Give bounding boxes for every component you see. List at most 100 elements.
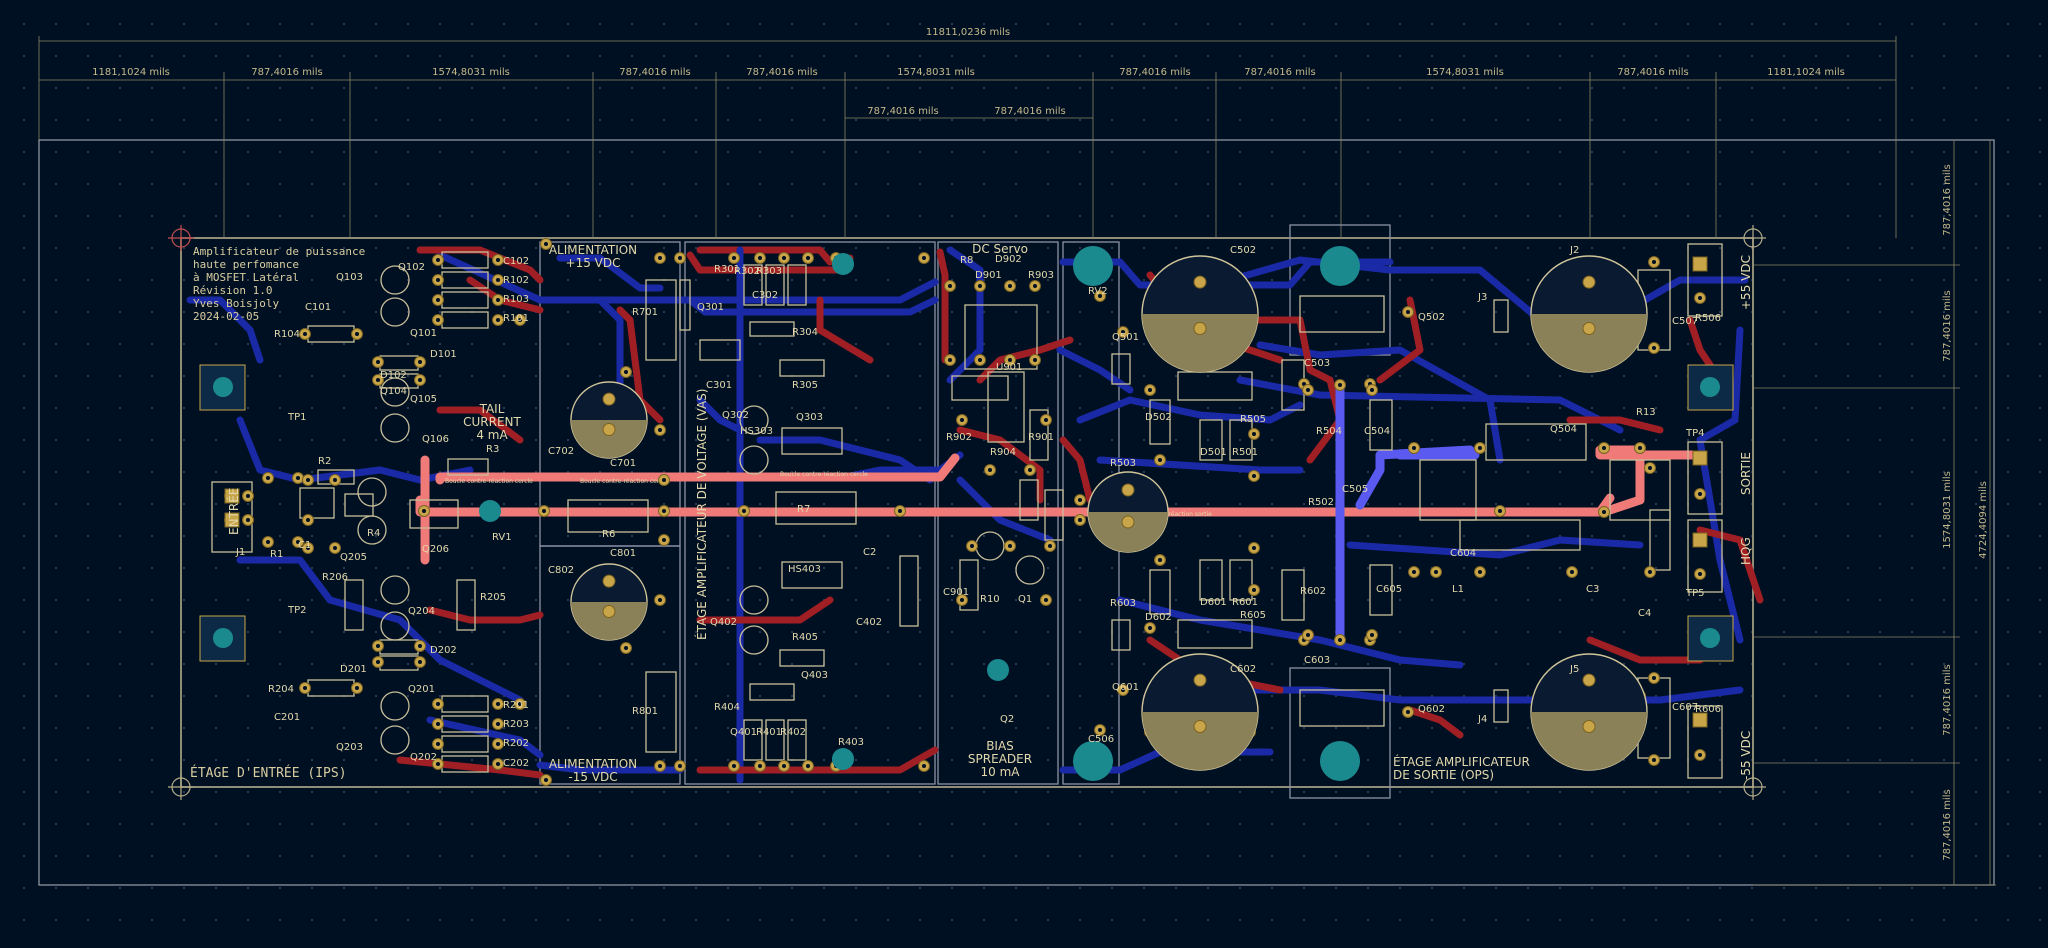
pad-hole-19 (355, 686, 359, 690)
label-dc-servo: DC Servo (972, 242, 1028, 256)
pad-hole-136 (662, 478, 666, 482)
pad-hole-137 (662, 538, 666, 542)
ref-q106: Q106 (422, 434, 449, 445)
silk-body-60 (1149, 399, 1171, 445)
pad-hole-8 (436, 702, 440, 706)
pad-hole-20 (376, 360, 380, 364)
ref-q502: Q502 (1418, 312, 1445, 323)
pad-hole-90 (1652, 676, 1656, 680)
heatsink-hole-4 (1073, 741, 1113, 781)
ref-q202: Q202 (410, 752, 437, 763)
pad-hole-107 (1158, 558, 1162, 562)
dim-right-4: 787,4016 mils (1942, 789, 1953, 860)
ref-c202: C202 (503, 758, 529, 769)
silk-body-69 (679, 279, 691, 331)
ref-d202: D202 (430, 645, 457, 656)
dim-mid-0: 787,4016 mils (867, 106, 938, 117)
label-supply-pos-v: +15 VDC (566, 256, 621, 270)
pad-hole-134 (658, 428, 662, 432)
pad-hole-2 (436, 278, 440, 282)
dim-right-0: 787,4016 mils (1942, 164, 1953, 235)
pad-hole-34 (1498, 509, 1502, 513)
pad-hole-5 (496, 298, 500, 302)
pad-hole-48 (922, 764, 926, 768)
ref-d501: D501 (1200, 447, 1227, 458)
dimension-texts: 11811,0236 mils (926, 27, 1010, 38)
dim-top-7: 787,4016 mils (1244, 67, 1315, 78)
ref-d602: D602 (1145, 612, 1172, 623)
dim-right-1: 787,4016 mils (1942, 290, 1953, 361)
silk-body-40 (959, 559, 979, 611)
ref-r101: R101 (503, 313, 529, 324)
ref-r103: R103 (503, 294, 529, 305)
ref-q602: Q602 (1418, 704, 1445, 715)
title-line-5: Yves Boisjoly (193, 297, 279, 310)
ref-c4: C4 (1638, 608, 1651, 619)
mounting-hole-tl (199, 364, 246, 411)
pad-hole-24 (376, 644, 380, 648)
silk-body-35 (899, 555, 919, 627)
silk-body-26 (787, 264, 807, 306)
dim-top-0: 1181,1024 mils (92, 67, 170, 78)
dim-top-6: 787,4016 mils (1119, 67, 1190, 78)
ref-r13: R13 (1636, 407, 1656, 418)
label-tail-2: CURRENT (463, 415, 521, 429)
ref-r6: R6 (602, 529, 615, 540)
pad-hole-13 (496, 742, 500, 746)
silk-body-3 (441, 311, 489, 329)
silk-body-66 (781, 427, 843, 455)
pad-hole-22 (376, 378, 380, 382)
ref-c702: C702 (548, 446, 574, 457)
ref-c102: C102 (503, 256, 529, 267)
title-line-1: Amplificateur de puissance (193, 245, 365, 258)
silk-body-67 (781, 561, 843, 589)
ref-r302: R302 (734, 266, 760, 277)
pad-hole-127 (333, 546, 337, 550)
pad-hole-54 (1044, 598, 1048, 602)
pad-hole-0 (436, 258, 440, 262)
pad-hole-62 (1252, 588, 1256, 592)
ref-q2: Q2 (1000, 714, 1014, 725)
ref-c604: C604 (1450, 548, 1476, 559)
ref-c802: C802 (548, 565, 574, 576)
pad-hole-126 (333, 478, 337, 482)
silk-body-4 (441, 695, 489, 713)
reference-designators: Q103Q102C102R102R103R101Q101C101R104D101… (0, 0, 1721, 769)
label-tail-3: 4 mA (476, 428, 508, 442)
silk-body-18 (344, 579, 364, 631)
silk-transistor-8 (357, 477, 387, 507)
pad-hole-58 (1121, 688, 1125, 692)
dim-overall-width: 11811,0236 mils (926, 27, 1010, 38)
ref-d902: D902 (995, 254, 1022, 265)
pad-hole-142 (978, 358, 982, 362)
pad-hole-64 (1252, 546, 1256, 550)
ref-c301: C301 (706, 380, 732, 391)
pad-hole-42 (758, 764, 762, 768)
ref-r301: R301 (714, 264, 740, 275)
section-labels: ÉTAGE D'ENTRÉE (IPS) ALIMENTATION +15 VD… (190, 242, 1753, 784)
pad-hole-131 (544, 778, 548, 782)
pad-hole-63 (1252, 474, 1256, 478)
ref-r8: R8 (960, 255, 973, 266)
silk-body-31 (779, 359, 825, 377)
pad-hole-87 (1698, 753, 1702, 757)
sq-pad-1 (224, 512, 240, 528)
pad-hole-138 (948, 284, 952, 288)
silk-connector-2 (1687, 441, 1723, 515)
ref-tp2: TP2 (287, 605, 307, 616)
dim-top-1: 787,4016 mils (251, 67, 322, 78)
dim-overall-height: 4724,4094 mils (1978, 481, 1989, 559)
pad-hole-130 (544, 242, 548, 246)
dim-top-3: 787,4016 mils (619, 67, 690, 78)
ref-d101: D101 (430, 349, 457, 360)
ref-u901: U901 (996, 362, 1022, 373)
sq-pad-2 (1692, 256, 1708, 272)
silk-body-34 (775, 491, 857, 525)
silk-body-64 (1229, 419, 1253, 461)
electrolytic-cap-1 (570, 563, 648, 641)
pad-hole-39 (732, 256, 736, 260)
pad-hole-35 (658, 256, 662, 260)
ref-q301: Q301 (697, 302, 724, 313)
